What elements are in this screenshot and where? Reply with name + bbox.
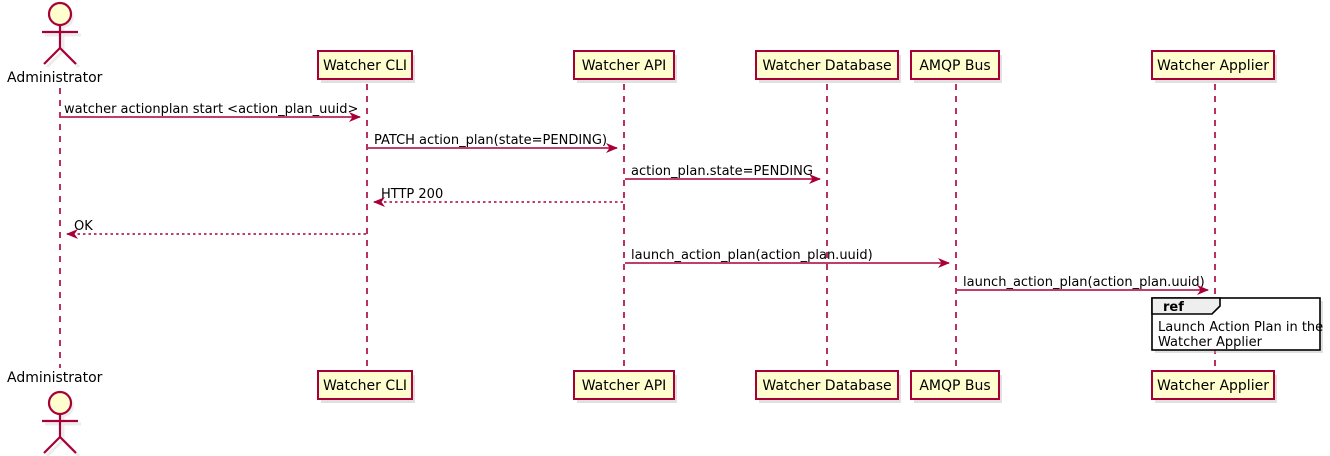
actor-administrator-bottom[interactable]: Administrator [7, 370, 103, 456]
participant-label-watcher-api-top: Watcher API [582, 58, 667, 74]
message-5: OK [66, 219, 366, 239]
ref-fragment[interactable]: ref Launch Action Plan in the Watcher Ap… [1151, 297, 1323, 353]
message-1: watcher actionplan start <action_plan_uu… [61, 102, 361, 122]
message-7: launch_action_plan(action_plan.uuid) [957, 275, 1209, 295]
actor-leg-right [59, 47, 77, 65]
participant-label-watcher-applier-bottom: Watcher Applier [1157, 378, 1269, 394]
actor-label-administrator-top: Administrator [7, 70, 103, 86]
message-label-3: action_plan.state=PENDING [631, 164, 813, 179]
participant-label-amqp-bus-bottom: AMQP Bus [919, 378, 990, 394]
actor-head-icon [47, 1, 73, 27]
participant-box-watcher-database-top[interactable]: Watcher Database [755, 50, 901, 83]
ref-body-line1: Launch Action Plan in the [1158, 320, 1323, 335]
participant-box-amqp-bus-top[interactable]: AMQP Bus [910, 50, 1002, 83]
message-label-2: PATCH action_plan(state=PENDING) [374, 133, 607, 148]
participant-box-watcher-applier-bottom[interactable]: Watcher Applier [1151, 370, 1277, 403]
participant-box-watcher-database-bottom[interactable]: Watcher Database [755, 370, 901, 403]
message-label-4: HTTP 200 [381, 187, 443, 202]
message-label-1: watcher actionplan start <action_plan_uu… [64, 102, 358, 117]
message-2: PATCH action_plan(state=PENDING) [368, 133, 618, 153]
participant-label-watcher-cli-bottom: Watcher CLI [323, 378, 407, 394]
participant-label-amqp-bus-top: AMQP Bus [919, 58, 990, 74]
ref-body-line2: Watcher Applier [1158, 335, 1263, 350]
actor-label-administrator-bottom: Administrator [7, 370, 103, 386]
ref-tab-shape [1151, 297, 1221, 315]
participant-label-watcher-api-bottom: Watcher API [582, 378, 667, 394]
participant-box-watcher-api-top[interactable]: Watcher API [573, 50, 677, 83]
actor-administrator-top[interactable]: Administrator [7, 1, 103, 86]
ref-keyword-label: ref [1163, 300, 1184, 315]
participant-box-watcher-cli-top[interactable]: Watcher CLI [317, 50, 415, 83]
actor-head-icon [47, 390, 73, 416]
participant-label-watcher-database-top: Watcher Database [762, 58, 891, 74]
participant-label-watcher-cli-top: Watcher CLI [323, 58, 407, 74]
participant-label-watcher-database-bottom: Watcher Database [762, 378, 891, 394]
participant-label-watcher-applier-top: Watcher Applier [1157, 58, 1269, 74]
participant-box-amqp-bus-bottom[interactable]: AMQP Bus [910, 370, 1002, 403]
participant-box-watcher-cli-bottom[interactable]: Watcher CLI [317, 370, 415, 403]
message-3: action_plan.state=PENDING [625, 164, 821, 184]
actor-leg-right [59, 436, 77, 454]
actor-leg-left [43, 47, 61, 65]
message-6: launch_action_plan(action_plan.uuid) [625, 248, 950, 268]
message-label-5: OK [74, 219, 93, 234]
actor-leg-left [43, 436, 61, 454]
lifelines [59, 84, 1216, 371]
message-4: HTTP 200 [373, 187, 623, 207]
message-label-6: launch_action_plan(action_plan.uuid) [631, 248, 873, 263]
participant-box-watcher-applier-top[interactable]: Watcher Applier [1151, 50, 1277, 83]
message-label-7: launch_action_plan(action_plan.uuid) [963, 275, 1205, 290]
participant-box-watcher-api-bottom[interactable]: Watcher API [573, 370, 677, 403]
